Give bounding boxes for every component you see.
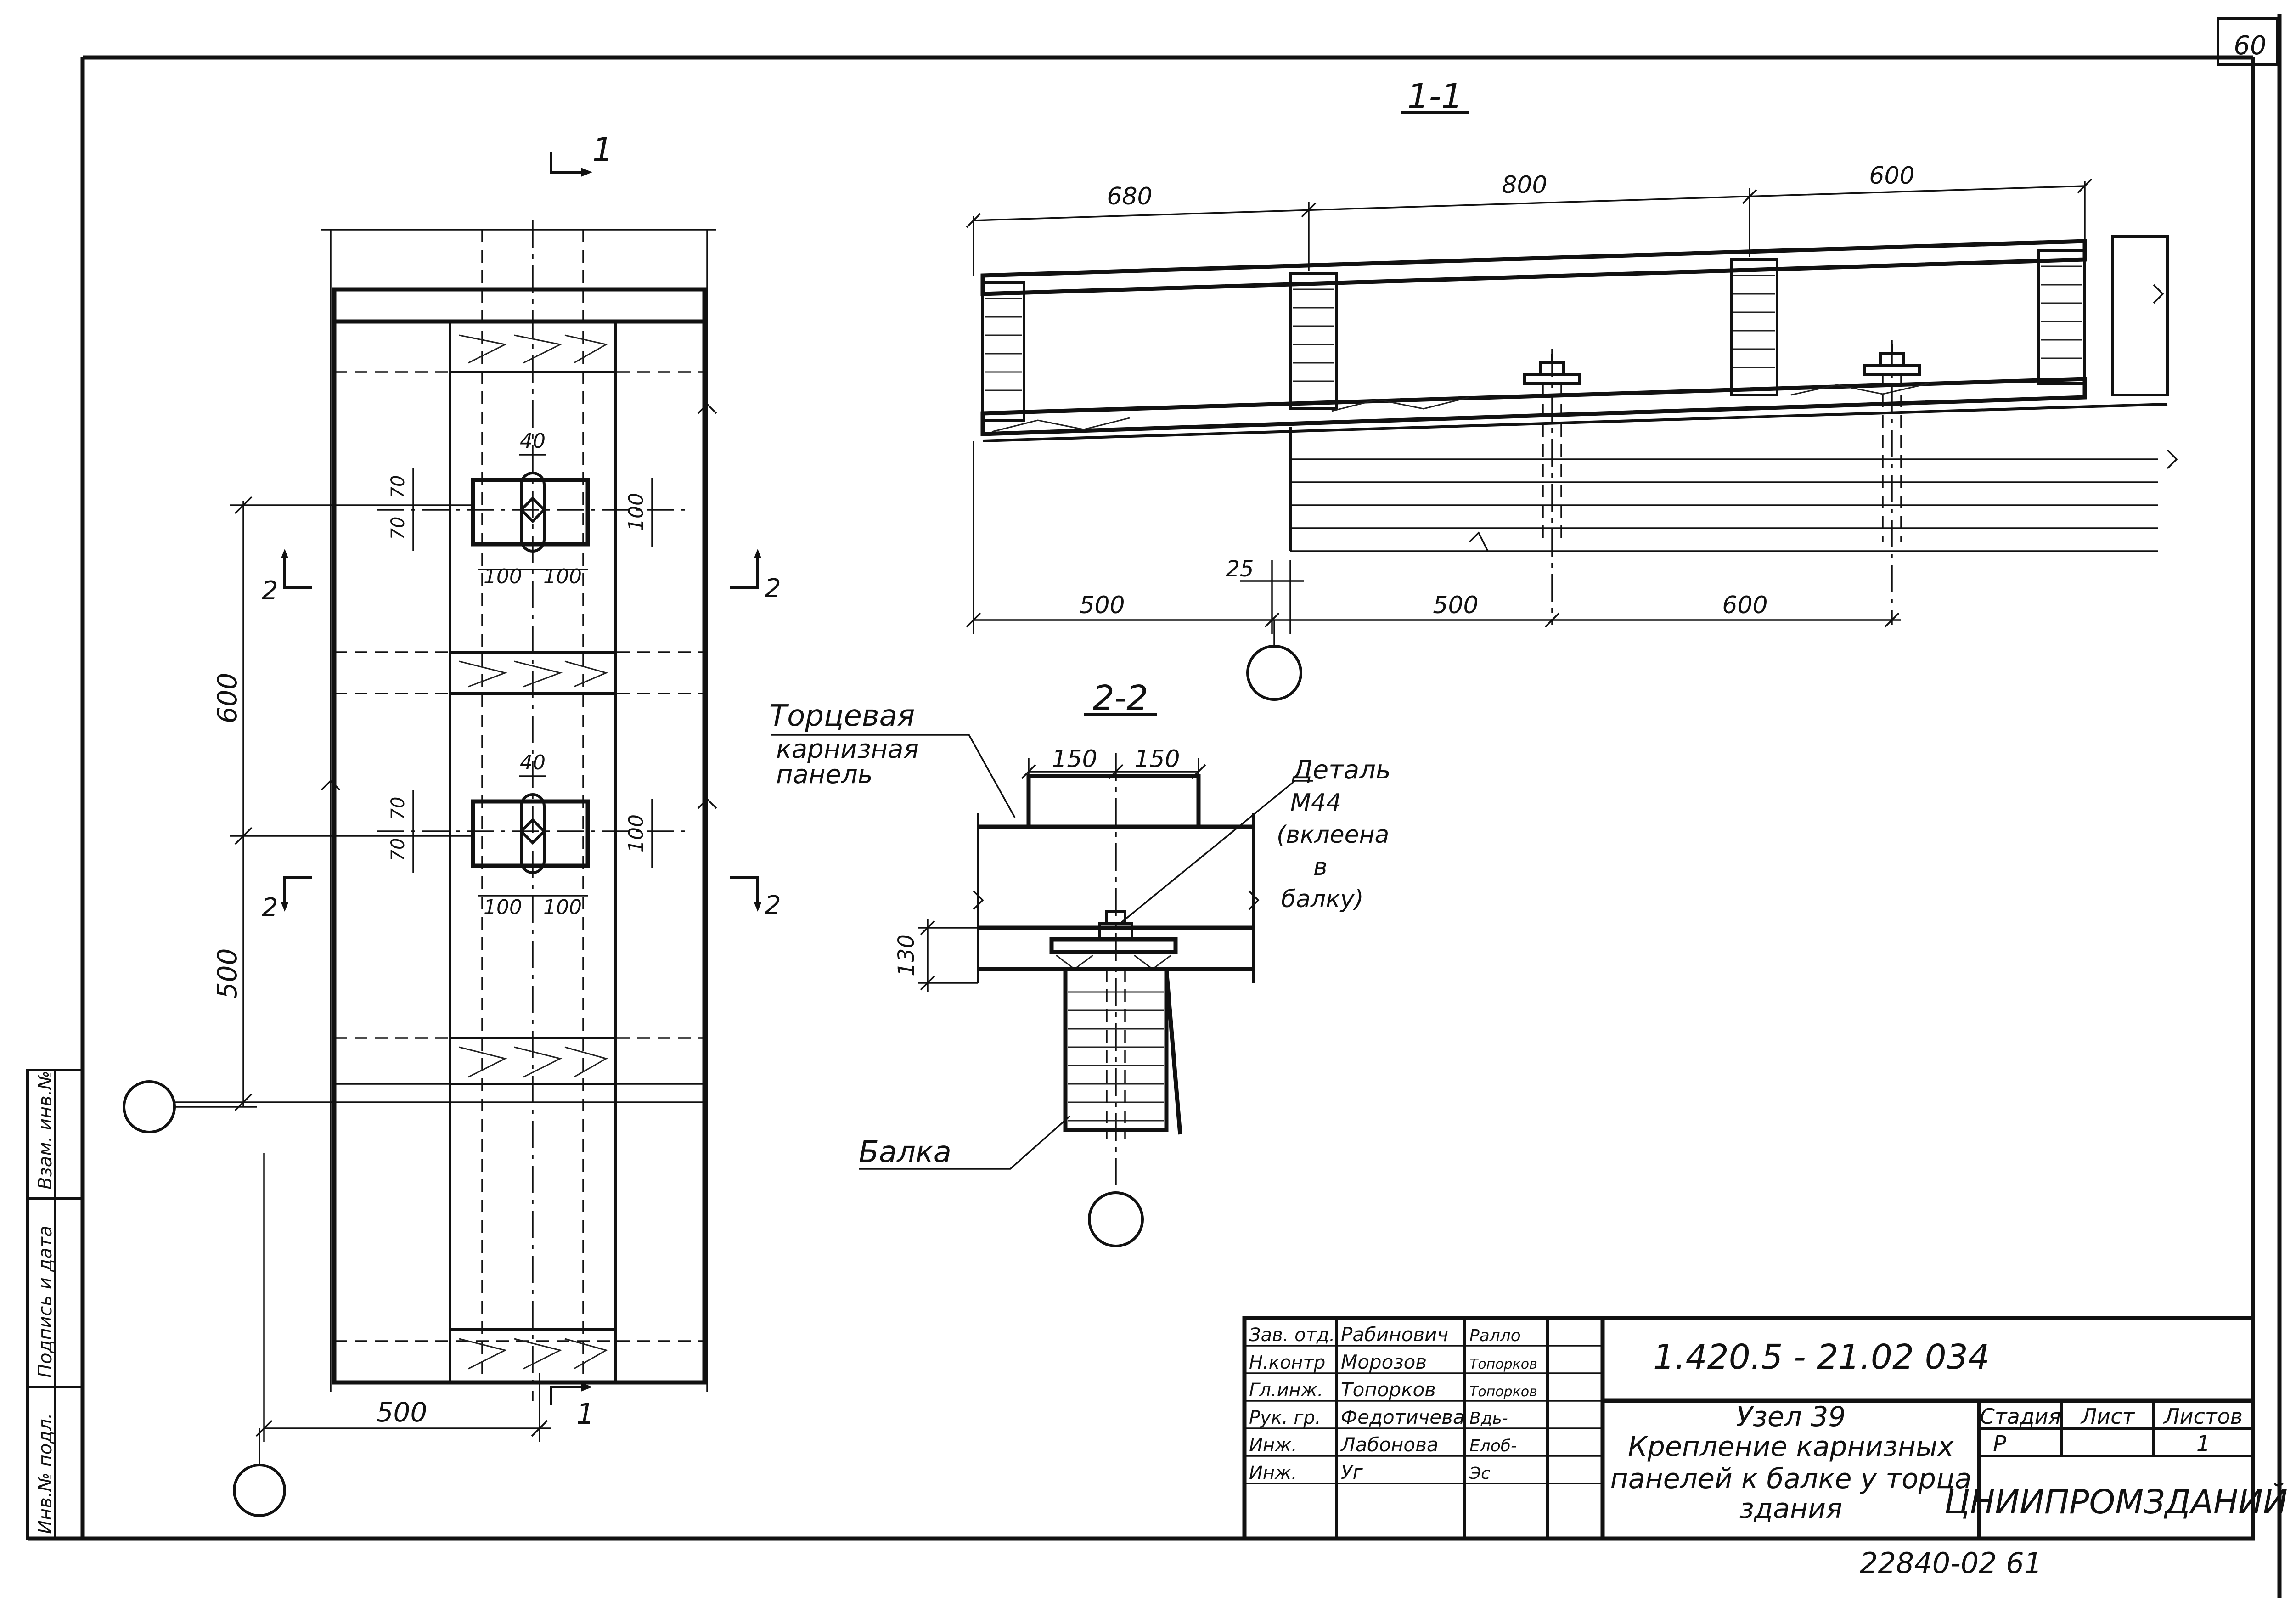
plan-cut-mark-left-bottom: 2 bbox=[262, 893, 278, 923]
wood-block-4 bbox=[449, 1328, 617, 1384]
title-line-1: Узел 39 bbox=[1736, 1401, 1846, 1433]
page-number: 60 bbox=[2234, 31, 2266, 61]
dim-plate-right-upper: 100 bbox=[543, 565, 582, 588]
section-2-2-title: 2-2 bbox=[1093, 678, 1148, 718]
rib-3 bbox=[1730, 258, 1778, 396]
label-beam: Балка bbox=[859, 1135, 951, 1169]
name-0: Рабинович bbox=[1341, 1323, 1448, 1346]
plan-cut-mark-right-top: 2 bbox=[765, 574, 781, 603]
dim-width-bottom: 500 bbox=[377, 1397, 428, 1428]
title-line-2: Крепление карнизных bbox=[1628, 1431, 1954, 1463]
name-4: Лабонова bbox=[1340, 1433, 1439, 1456]
plan-section-mark-top: 1 bbox=[592, 131, 613, 169]
title-block bbox=[1242, 1316, 2255, 1541]
title-line-4: здания bbox=[1739, 1493, 1842, 1525]
dim-slot-width-lower: 40 bbox=[520, 751, 546, 774]
bolt-1 bbox=[1523, 349, 1581, 625]
label-panel-line-2: карнизная bbox=[776, 734, 919, 764]
stage-value: Р bbox=[1993, 1431, 2006, 1457]
role-3: Рук. гр. bbox=[1249, 1407, 1321, 1428]
drawing-code: 1.420.5 - 21.02 034 bbox=[1653, 1337, 1990, 1377]
signature-5: Эс bbox=[1469, 1464, 1490, 1483]
sec11-dim-top-1: 680 bbox=[1107, 183, 1152, 210]
plan-view bbox=[123, 152, 761, 1517]
role-1: Н.контр bbox=[1249, 1352, 1325, 1373]
signature-0: Ралло bbox=[1469, 1326, 1521, 1345]
plan-cut-mark-left-top: 2 bbox=[262, 576, 278, 606]
name-1: Морозов bbox=[1341, 1351, 1427, 1373]
sheet-frame bbox=[28, 14, 2282, 1598]
stamp-replaces-inv: Взам. инв.№ bbox=[35, 1071, 56, 1190]
dim-span-lower: 500 bbox=[212, 948, 243, 999]
plate-lower bbox=[377, 793, 689, 874]
section-2-2 bbox=[771, 713, 1313, 1247]
name-5: Уг bbox=[1341, 1461, 1363, 1483]
sec22-dim-height: 130 bbox=[894, 934, 919, 976]
title-line-3: панелей к балке у торца bbox=[1610, 1463, 1971, 1495]
role-0: Зав. отд. bbox=[1249, 1325, 1335, 1346]
label-panel-line-3: панель bbox=[776, 760, 873, 789]
signature-4: Елоб- bbox=[1469, 1437, 1517, 1455]
label-detail-line-1: Деталь bbox=[1291, 755, 1391, 785]
sec11-dim-top-2: 800 bbox=[1502, 171, 1547, 199]
sec11-dim-top-3: 600 bbox=[1869, 162, 1914, 190]
sec22-dim-top-1: 150 bbox=[1052, 745, 1097, 773]
dim-slot-width-upper: 40 bbox=[520, 429, 546, 453]
wood-block-3 bbox=[334, 1037, 704, 1085]
plan-section-mark-bottom: 1 bbox=[576, 1397, 594, 1431]
dim-hole-offset-b-lower: 70 bbox=[388, 838, 409, 862]
rib-1 bbox=[981, 281, 1025, 422]
rib-2 bbox=[1289, 272, 1338, 410]
dim-plate-height-lower: 100 bbox=[625, 814, 648, 853]
rib-4 bbox=[2037, 249, 2086, 385]
stamp-inv-orig: Инв.№ подл. bbox=[35, 1413, 56, 1534]
signature-2: Топорков bbox=[1469, 1384, 1537, 1400]
role-5: Инж. bbox=[1249, 1462, 1297, 1483]
dim-hole-offset-a-upper: 70 bbox=[388, 475, 409, 499]
label-detail-line-2: М44 bbox=[1290, 789, 1341, 817]
col-sheet: Лист bbox=[2080, 1404, 2135, 1429]
col-stage: Стадия bbox=[1980, 1404, 2061, 1429]
label-panel-line-1: Торцевая bbox=[769, 699, 915, 733]
sec11-dim-gap: 25 bbox=[1226, 556, 1254, 582]
name-2: Топорков bbox=[1341, 1378, 1436, 1401]
archive-number: 22840-02 61 bbox=[1860, 1546, 2042, 1580]
sec22-dim-top-2: 150 bbox=[1134, 745, 1180, 773]
signature-1: Топорков bbox=[1469, 1356, 1537, 1372]
signature-3: Вдь- bbox=[1469, 1409, 1508, 1428]
section-1-1-title: 1-1 bbox=[1407, 77, 1463, 116]
label-detail-line-5: балку) bbox=[1281, 885, 1364, 913]
plan-cut-mark-right-bottom: 2 bbox=[765, 891, 781, 920]
dim-hole-offset-a-lower: 70 bbox=[388, 797, 409, 820]
sec11-dim-bottom-1: 500 bbox=[1079, 592, 1125, 619]
dim-hole-offset-b-upper: 70 bbox=[388, 517, 409, 540]
col-sheets: Листов bbox=[2163, 1404, 2243, 1429]
side-stamp bbox=[26, 1069, 84, 1540]
section-1-1 bbox=[966, 111, 2178, 701]
label-detail-line-4: в bbox=[1313, 853, 1328, 881]
role-2: Гл.инж. bbox=[1249, 1380, 1323, 1401]
bolt-2 bbox=[1863, 340, 1921, 625]
dim-plate-left-upper: 100 bbox=[484, 565, 522, 588]
name-3: Федотичева bbox=[1341, 1406, 1465, 1428]
wood-block-2 bbox=[334, 651, 704, 695]
sec11-dim-bottom-3: 600 bbox=[1722, 592, 1767, 619]
sheets-value: 1 bbox=[2196, 1431, 2211, 1457]
wood-block-1 bbox=[449, 320, 617, 373]
dim-plate-right-lower: 100 bbox=[543, 896, 582, 919]
dim-plate-left-lower: 100 bbox=[484, 896, 522, 919]
org-name: ЦНИИПРОМЗДАНИЙ bbox=[1944, 1483, 2288, 1521]
stamp-signature-date: Подпись и дата bbox=[35, 1226, 56, 1378]
sec11-dim-bottom-2: 500 bbox=[1433, 592, 1478, 619]
label-detail-line-3: (вклеена bbox=[1277, 821, 1389, 849]
dim-plate-height-upper: 100 bbox=[625, 493, 648, 531]
role-4: Инж. bbox=[1249, 1435, 1297, 1456]
dim-span-upper: 600 bbox=[212, 673, 243, 724]
plate-upper bbox=[377, 472, 689, 553]
